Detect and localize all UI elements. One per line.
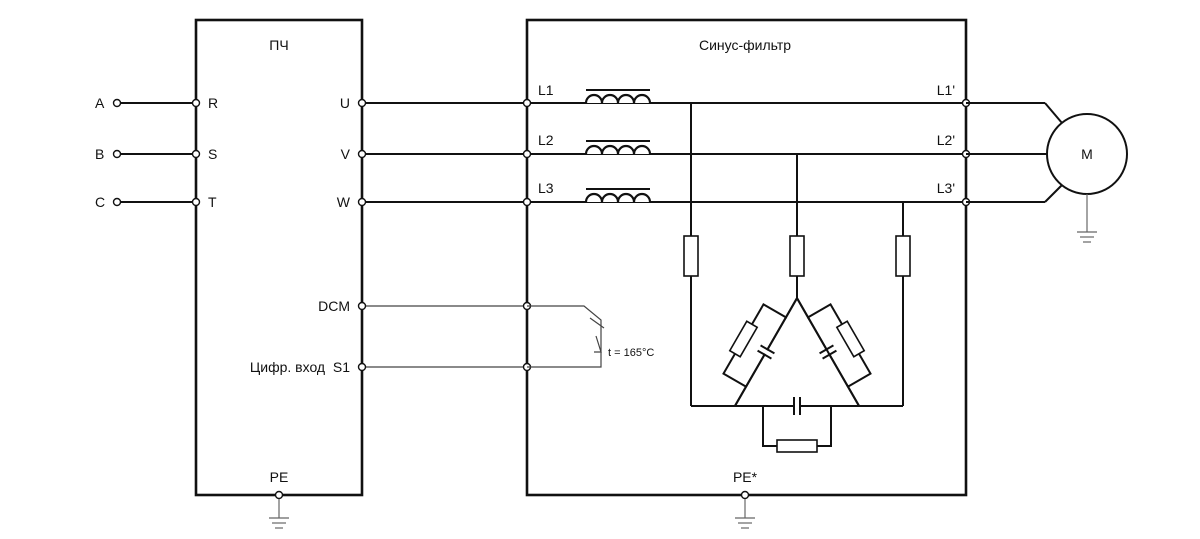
filter-output-label-l3: L3' — [937, 180, 955, 196]
filter-terminal-l1 — [522, 98, 532, 108]
sine-filter-pe-label: PE* — [733, 469, 758, 485]
inverter-terminal-t — [191, 197, 201, 207]
filter-pe-terminal — [740, 490, 750, 500]
inverter-block: ПЧ R S T U V W DCM Цифр. вход S1 PE — [194, 18, 364, 497]
filter-pe-ground — [735, 490, 755, 529]
thermal-switch-label: t = 165°C — [608, 347, 654, 359]
filter-ground-icon — [735, 517, 755, 529]
inverter-terminal-s1 — [357, 362, 367, 372]
filter-terminal-l3 — [522, 197, 532, 207]
inverter-to-filter-wiring — [357, 98, 527, 372]
sine-filter-block: Синус-фильтр L1 L2 L3 L1' L2' L3' PE* — [522, 18, 971, 497]
supply-phase-a-label: A — [95, 95, 105, 111]
inductor-l1 — [584, 89, 652, 104]
motor-block: M — [966, 102, 1128, 243]
inductor-l2 — [584, 140, 652, 155]
motor-label: M — [1081, 146, 1093, 162]
motor-ground-icon — [1077, 231, 1097, 243]
resistor-l3 — [895, 235, 911, 277]
rc-network — [683, 103, 911, 453]
filter-terminal-l2 — [522, 149, 532, 159]
filter-output-label-l2: L2' — [937, 132, 955, 148]
resistor-l1 — [683, 235, 699, 277]
supply-phase-c-label: C — [95, 194, 105, 210]
bottom-rc-parallel — [735, 397, 859, 453]
inverter-terminal-u — [357, 98, 367, 108]
filter-input-label-l2: L2 — [538, 132, 554, 148]
inverter-output-label-u: U — [340, 95, 350, 111]
filter-output-label-l1: L1' — [937, 82, 955, 98]
inverter-frame — [194, 18, 364, 497]
inverter-pe-label: PE — [270, 469, 289, 485]
inverter-terminal-s — [191, 149, 201, 159]
supply-terminal-a — [112, 98, 122, 108]
bottom-branch-resistor — [776, 439, 818, 453]
right-branch-capacitor — [819, 344, 834, 355]
right-rc-parallel — [796, 297, 872, 407]
inverter-digital-input-label: Цифр. вход S1 — [250, 359, 350, 375]
inverter-terminal-dcm — [357, 301, 367, 311]
resistor-l2 — [789, 235, 805, 277]
left-branch-capacitor — [757, 349, 772, 360]
filter-input-label-l1: L1 — [538, 82, 554, 98]
inverter-terminal-v — [357, 149, 367, 159]
inverter-pe-ground — [269, 490, 289, 529]
right-branch-resistor — [835, 320, 866, 358]
inverter-pe-terminal — [274, 490, 284, 500]
inverter-input-label-t: T — [208, 194, 217, 210]
inverter-title: ПЧ — [269, 37, 288, 53]
inverter-dcm-label: DCM — [318, 298, 350, 314]
inverter-terminal-w — [357, 197, 367, 207]
inverter-output-label-w: W — [337, 194, 351, 210]
thermal-switch: t = 165°C — [527, 305, 654, 368]
supply-phase-b-label: B — [95, 146, 104, 162]
left-branch-resistor — [728, 320, 759, 358]
supply-lines: A B C — [95, 95, 201, 210]
inverter-terminal-r — [191, 98, 201, 108]
inverter-input-label-r: R — [208, 95, 218, 111]
inductor-l3 — [584, 188, 652, 203]
inverter-output-label-v: V — [341, 146, 351, 162]
inverter-ground-icon — [269, 517, 289, 529]
filter-input-label-l3: L3 — [538, 180, 554, 196]
supply-terminal-b — [112, 149, 122, 159]
supply-terminal-c — [112, 197, 122, 207]
left-rc-parallel — [722, 297, 798, 407]
sine-filter-title: Синус-фильтр — [699, 37, 791, 53]
inverter-input-label-s: S — [208, 146, 217, 162]
